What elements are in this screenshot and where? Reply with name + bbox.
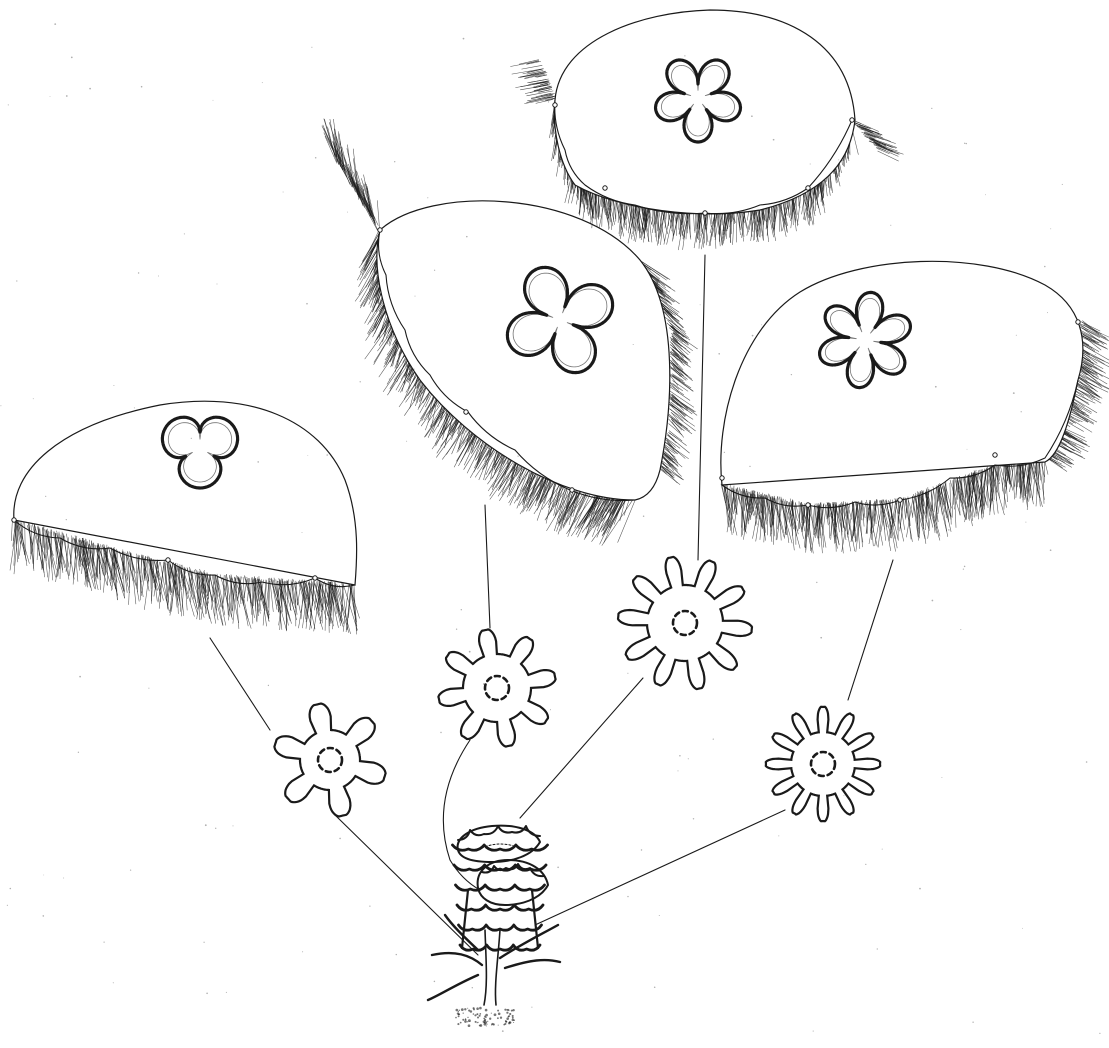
line-ephyraD-strobila <box>535 810 785 925</box>
strobila-disc <box>457 905 543 910</box>
medusa-3-lobed-bell <box>14 401 357 585</box>
ephyra-D-outline <box>766 707 880 821</box>
medusa-3-lobed-rhopalium <box>12 518 16 522</box>
ephyra-C <box>618 557 752 689</box>
medusa-3-lobed-rhopalium <box>313 576 317 580</box>
medusa-5-lobed-rhopalium <box>603 186 607 190</box>
ephyra-A <box>274 704 385 817</box>
line-ephyraB-strobila <box>443 740 480 890</box>
medusa-6-lobed-rhopalium <box>898 498 902 502</box>
ephyra-D <box>766 707 880 821</box>
medusa-4-lobed-rhopalium <box>464 410 468 414</box>
medusa-5-lobed-rhopalium <box>553 103 557 107</box>
detaching-ephyra-margin <box>458 826 540 840</box>
medusa-5-lobed <box>510 10 903 250</box>
polyp-tentacle <box>428 975 478 1000</box>
polyp-tentacle <box>505 960 560 968</box>
line-ephyraC-strobila <box>520 678 643 818</box>
medusa-group <box>10 10 1109 634</box>
medusa-6-lobed-rhopalium <box>806 503 810 507</box>
line-medusa6-ephyraD <box>848 560 893 700</box>
medusa-5-lobed-bell <box>554 10 855 214</box>
ephyra-B <box>438 629 555 746</box>
medusa-5-lobed-rhopalium <box>850 118 854 122</box>
ephyra-B-outline <box>438 629 555 746</box>
medusa-5-lobed-rhopalium <box>806 186 810 190</box>
ephyra-A-outline <box>274 704 385 817</box>
substrate-stipple <box>455 1007 515 1027</box>
line-medusa4-ephyraB <box>485 505 490 628</box>
medusa-4-lobed-rhopalium <box>570 488 574 492</box>
polyp-stalk <box>484 930 500 1005</box>
medusa-6-lobed-rhopalium <box>1076 320 1080 324</box>
medusa-3-lobed-rhopalium <box>166 558 170 562</box>
line-medusa5-ephyraC <box>698 255 705 560</box>
medusa-6-lobed-rhopalium <box>720 476 724 480</box>
medusa-4-lobed-bell <box>377 201 670 500</box>
strobila-polyp <box>428 826 560 1027</box>
medusa-5-lobed-rhopalium <box>703 211 707 215</box>
medusa-6-lobed <box>720 261 1109 553</box>
strobila-disc <box>459 925 542 930</box>
medusa-6-lobed-rhopalium <box>993 453 997 457</box>
ephyra-C-outline <box>618 557 752 689</box>
line-medusa3-ephyraA <box>210 638 270 730</box>
medusa-3-lobed <box>10 401 360 634</box>
ephyra-group <box>274 557 880 821</box>
medusa-6-lobed-bell <box>721 261 1083 485</box>
polyp-tentacle <box>432 953 482 965</box>
medusa-4-lobed-rhopalium <box>378 228 382 232</box>
